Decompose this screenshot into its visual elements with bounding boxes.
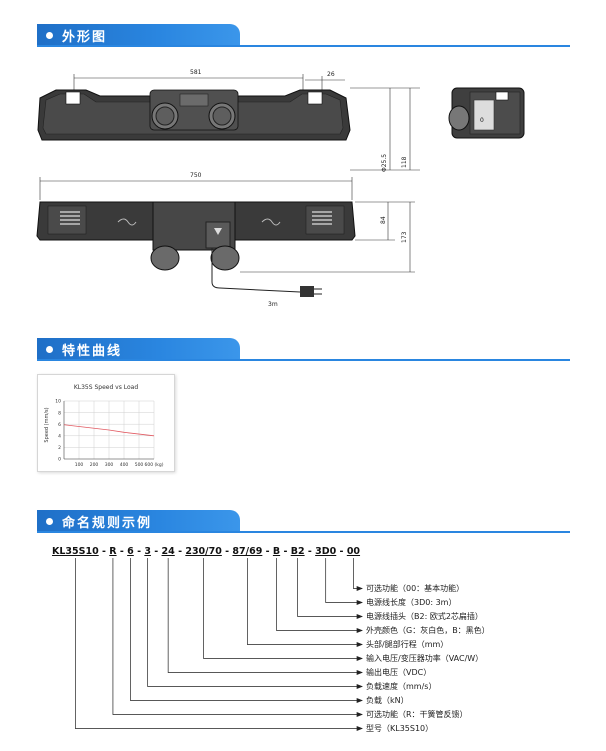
section-title: 命名规则示例 <box>62 516 153 531</box>
arrow-icon <box>356 585 363 592</box>
actuator-top-view <box>37 89 351 141</box>
section-header-outline: 外形图 <box>37 24 240 47</box>
y-tick-label: 2 <box>58 445 61 451</box>
arrow-icon <box>356 725 363 732</box>
arrow-icon <box>356 655 363 662</box>
bullet-icon <box>46 32 53 39</box>
arrow-icon <box>356 711 363 718</box>
dim-d25-5: Φ25.5 <box>381 154 388 172</box>
section-divider <box>37 45 570 47</box>
x-tick-label: 600 (kg) <box>145 462 164 468</box>
actuator-side-view <box>448 87 525 139</box>
desc-input-voltage: 输入电压/变压器功率（VAC/W） <box>366 654 484 663</box>
power-cable <box>211 248 322 297</box>
code-part: KL35S10 <box>52 546 99 557</box>
desc-stroke: 头部/腿部行程（mm） <box>366 640 449 649</box>
section-title: 特性曲线 <box>62 344 123 359</box>
dim-26: 26 <box>327 71 335 78</box>
x-tick-label: 500 <box>135 462 144 468</box>
code-part: 87/69 <box>232 546 263 557</box>
dim-750: 750 <box>190 172 202 179</box>
section-title: 外形图 <box>62 30 108 45</box>
desc-cable-length: 电源线长度（3D0: 3m） <box>366 598 457 607</box>
side-view-label: 0 <box>480 117 484 124</box>
leader-line <box>353 558 362 589</box>
y-tick-label: 6 <box>58 422 61 428</box>
arrow-icon <box>356 683 363 690</box>
leader-line <box>112 558 362 715</box>
code-part: R <box>109 546 117 557</box>
section-divider <box>37 531 570 533</box>
outline-drawing: 581 26 Φ25.5 118 0 750 <box>36 69 525 308</box>
leader-line <box>167 558 362 673</box>
desc-output-voltage: 输出电压（VDC） <box>366 668 432 677</box>
x-tick-label: 200 <box>90 462 99 468</box>
desc-load: 负载（kN） <box>366 696 409 705</box>
y-tick-label: 4 <box>58 434 61 440</box>
code-part: B <box>272 546 281 557</box>
actuator-bottom-view <box>36 201 356 271</box>
arrow-icon <box>356 697 363 704</box>
desc-optional-function: 可选功能（00：基本功能） <box>366 584 465 593</box>
desc-load-speed: 负载速度（mm/s） <box>366 682 437 691</box>
code-part: B2 <box>290 546 305 557</box>
section-divider <box>37 359 570 361</box>
bullet-icon <box>46 346 53 353</box>
y-tick-label: 8 <box>58 410 61 416</box>
chart-canvas: KL35S Speed vs Load Speed (mm/s) 0 2 4 6 8 10… <box>44 384 164 468</box>
arrow-icon <box>356 627 363 634</box>
arrow-icon <box>356 613 363 620</box>
dim-581: 581 <box>190 69 202 76</box>
arrow-icon <box>356 669 363 676</box>
code-part: 24 <box>161 546 175 557</box>
y-tick-label: 0 <box>58 457 61 463</box>
section-header-curve: 特性曲线 <box>37 338 240 361</box>
chart-ylabel: Speed (mm/s) <box>44 407 50 442</box>
leader-line <box>247 558 362 645</box>
dim-84: 84 <box>380 216 387 224</box>
code-part: 230/70 <box>185 546 222 557</box>
dim-173: 173 <box>401 231 408 243</box>
leader-line <box>325 558 362 603</box>
leader-line <box>75 558 362 729</box>
arrow-icon <box>356 641 363 648</box>
leader-line <box>276 558 362 631</box>
section-header-naming: 命名规则示例 <box>37 510 240 533</box>
speed-load-chart: KL35S Speed vs Load Speed (mm/s) 0 2 4 6 8 10… <box>37 374 175 472</box>
dim-118: 118 <box>401 156 408 168</box>
leader-line <box>130 558 362 701</box>
desc-housing-color: 外壳颜色（G：灰白色，B：黑色） <box>366 626 490 635</box>
chart-title: KL35S Speed vs Load <box>74 384 139 391</box>
leader-line <box>297 558 362 617</box>
code-part: 3 <box>144 546 151 557</box>
model-code: KL35S10 - R - 6 - 3 - 24 - 230/70 - 87/6… <box>52 546 361 557</box>
leader-line <box>203 558 362 659</box>
bullet-icon <box>46 518 53 525</box>
desc-plug: 电源线插头（B2: 欧式2芯扁插） <box>366 612 483 621</box>
arrow-icon <box>356 599 363 606</box>
code-part: 3D0 <box>315 546 337 557</box>
x-tick-label: 100 <box>75 462 84 468</box>
leader-line <box>147 558 362 687</box>
desc-model: 型号（KL35S10） <box>366 724 434 733</box>
x-tick-label: 300 <box>105 462 114 468</box>
code-part: 00 <box>346 546 361 557</box>
y-tick-label: 10 <box>55 399 61 405</box>
code-part: 6 <box>127 546 134 557</box>
desc-feedback: 可选功能（R：干簧管反馈） <box>366 710 468 719</box>
x-tick-label: 400 <box>120 462 129 468</box>
cable-length-label: 3m <box>268 301 278 308</box>
